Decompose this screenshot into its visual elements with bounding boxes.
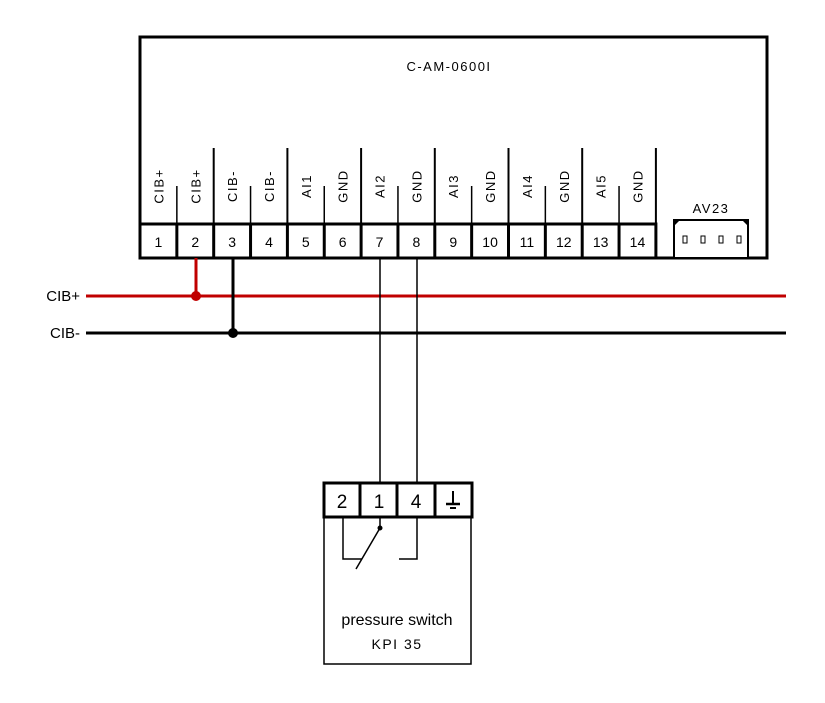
device-terminal-2: 2 — [337, 492, 348, 513]
junction-dot-cib-minus — [228, 328, 238, 338]
terminal-number: 6 — [339, 234, 347, 250]
ground-icon — [446, 491, 460, 509]
module-title: C-AM-0600I — [406, 59, 491, 74]
terminal-number: 14 — [630, 234, 646, 250]
connector-label: AV23 — [693, 201, 730, 216]
terminal-number: 11 — [520, 234, 535, 250]
junction-dot-cib-plus — [191, 291, 201, 301]
terminal-label: CIB+ — [188, 168, 203, 203]
terminal-number: 3 — [228, 234, 236, 250]
terminal-number: 9 — [449, 234, 457, 250]
terminal-label: GND — [409, 169, 424, 202]
terminal-label: GND — [336, 169, 351, 202]
terminal-label: AI1 — [299, 174, 314, 198]
connector-corner-right — [742, 220, 748, 226]
connector-pin — [682, 235, 688, 244]
bus-label-positive: CIB+ — [46, 288, 80, 305]
connector-pins — [682, 235, 742, 244]
device-name: pressure switch — [341, 612, 452, 629]
terminal-label: CIB- — [225, 170, 240, 202]
connector-corner-left — [674, 220, 680, 226]
terminal-label: CIB- — [262, 170, 277, 202]
terminal-label: AI4 — [520, 174, 535, 198]
terminal-number: 2 — [191, 234, 199, 250]
terminal-number: 7 — [376, 234, 384, 250]
device-terminal-1: 1 — [374, 492, 385, 513]
terminal-label: CIB+ — [151, 168, 166, 203]
terminal-number: 1 — [155, 234, 163, 250]
device-model: KPI 35 — [371, 636, 422, 652]
terminal-number: 5 — [302, 234, 310, 250]
device-terminal-4: 4 — [411, 492, 422, 513]
terminal-label: AI3 — [446, 174, 461, 198]
switch-contact-symbol — [342, 517, 418, 570]
pressure-switch-device: 2 1 4 pressure switch KPI 35 — [322, 481, 474, 665]
bus-label-negative: CIB- — [50, 325, 80, 342]
terminal-strip: 1 CIB+ 2 CIB+ 3 CIB- 4 CIB- 5 AI1 6 GND 7 AI2 8 GND 9 AI3… — [138, 148, 658, 260]
terminal-number: 12 — [556, 234, 572, 250]
terminal-label: AI5 — [594, 174, 609, 198]
terminal-number: 10 — [482, 234, 498, 250]
connector-pin — [700, 235, 706, 244]
connector-pin — [736, 235, 742, 244]
terminal-number: 13 — [593, 234, 609, 250]
terminal-label: GND — [483, 169, 498, 202]
terminal-label: AI2 — [373, 174, 388, 198]
terminal-number: 4 — [265, 234, 273, 250]
terminal-label: GND — [557, 169, 572, 202]
av23-connector: AV23 — [673, 201, 749, 259]
terminal-label: GND — [630, 169, 645, 202]
terminal-number: 8 — [412, 234, 420, 250]
connector-pin — [718, 235, 724, 244]
